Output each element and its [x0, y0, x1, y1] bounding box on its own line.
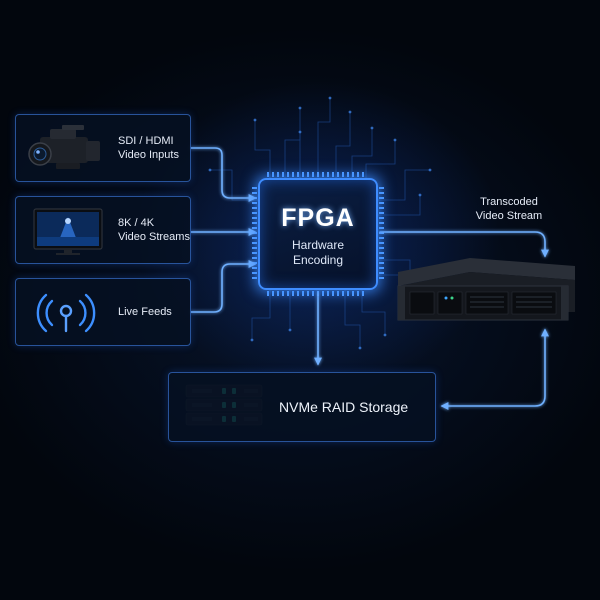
arrow-server-storage [440, 328, 549, 410]
arrow-sdi-to-fpga [190, 147, 257, 202]
chip-pins [252, 172, 384, 296]
fpga-title: FPGA [281, 204, 355, 232]
input-8k-4k: 8K / 4K Video Streams [15, 196, 191, 264]
circuit-traces [210, 98, 430, 348]
rack-server-icon [397, 258, 575, 321]
input-label: SDI / HDMI Video Inputs [118, 135, 179, 161]
input-live-feeds: Live Feeds [15, 278, 191, 346]
input-sdi-hdmi: SDI / HDMI Video Inputs [15, 114, 191, 182]
storage-label: NVMe RAID Storage [279, 399, 409, 415]
input-label: 8K / 4K Video Streams [118, 217, 190, 243]
monitor-icon [33, 208, 103, 255]
output-stream-label: Transcoded Video Stream [475, 196, 543, 222]
fpga-subtitle: Hardware Encoding [291, 238, 345, 267]
arrow-live-to-fpga [190, 260, 257, 313]
arrow-fpga-to-server [379, 231, 549, 258]
storage-panel: NVMe RAID Storage [168, 372, 436, 442]
circuit-dots [208, 96, 432, 350]
fpga-chip: FPGA Hardware Encoding [258, 178, 378, 290]
video-camera-icon [28, 125, 100, 169]
input-label: Live Feeds [118, 306, 172, 318]
broadcast-icon [36, 293, 96, 333]
